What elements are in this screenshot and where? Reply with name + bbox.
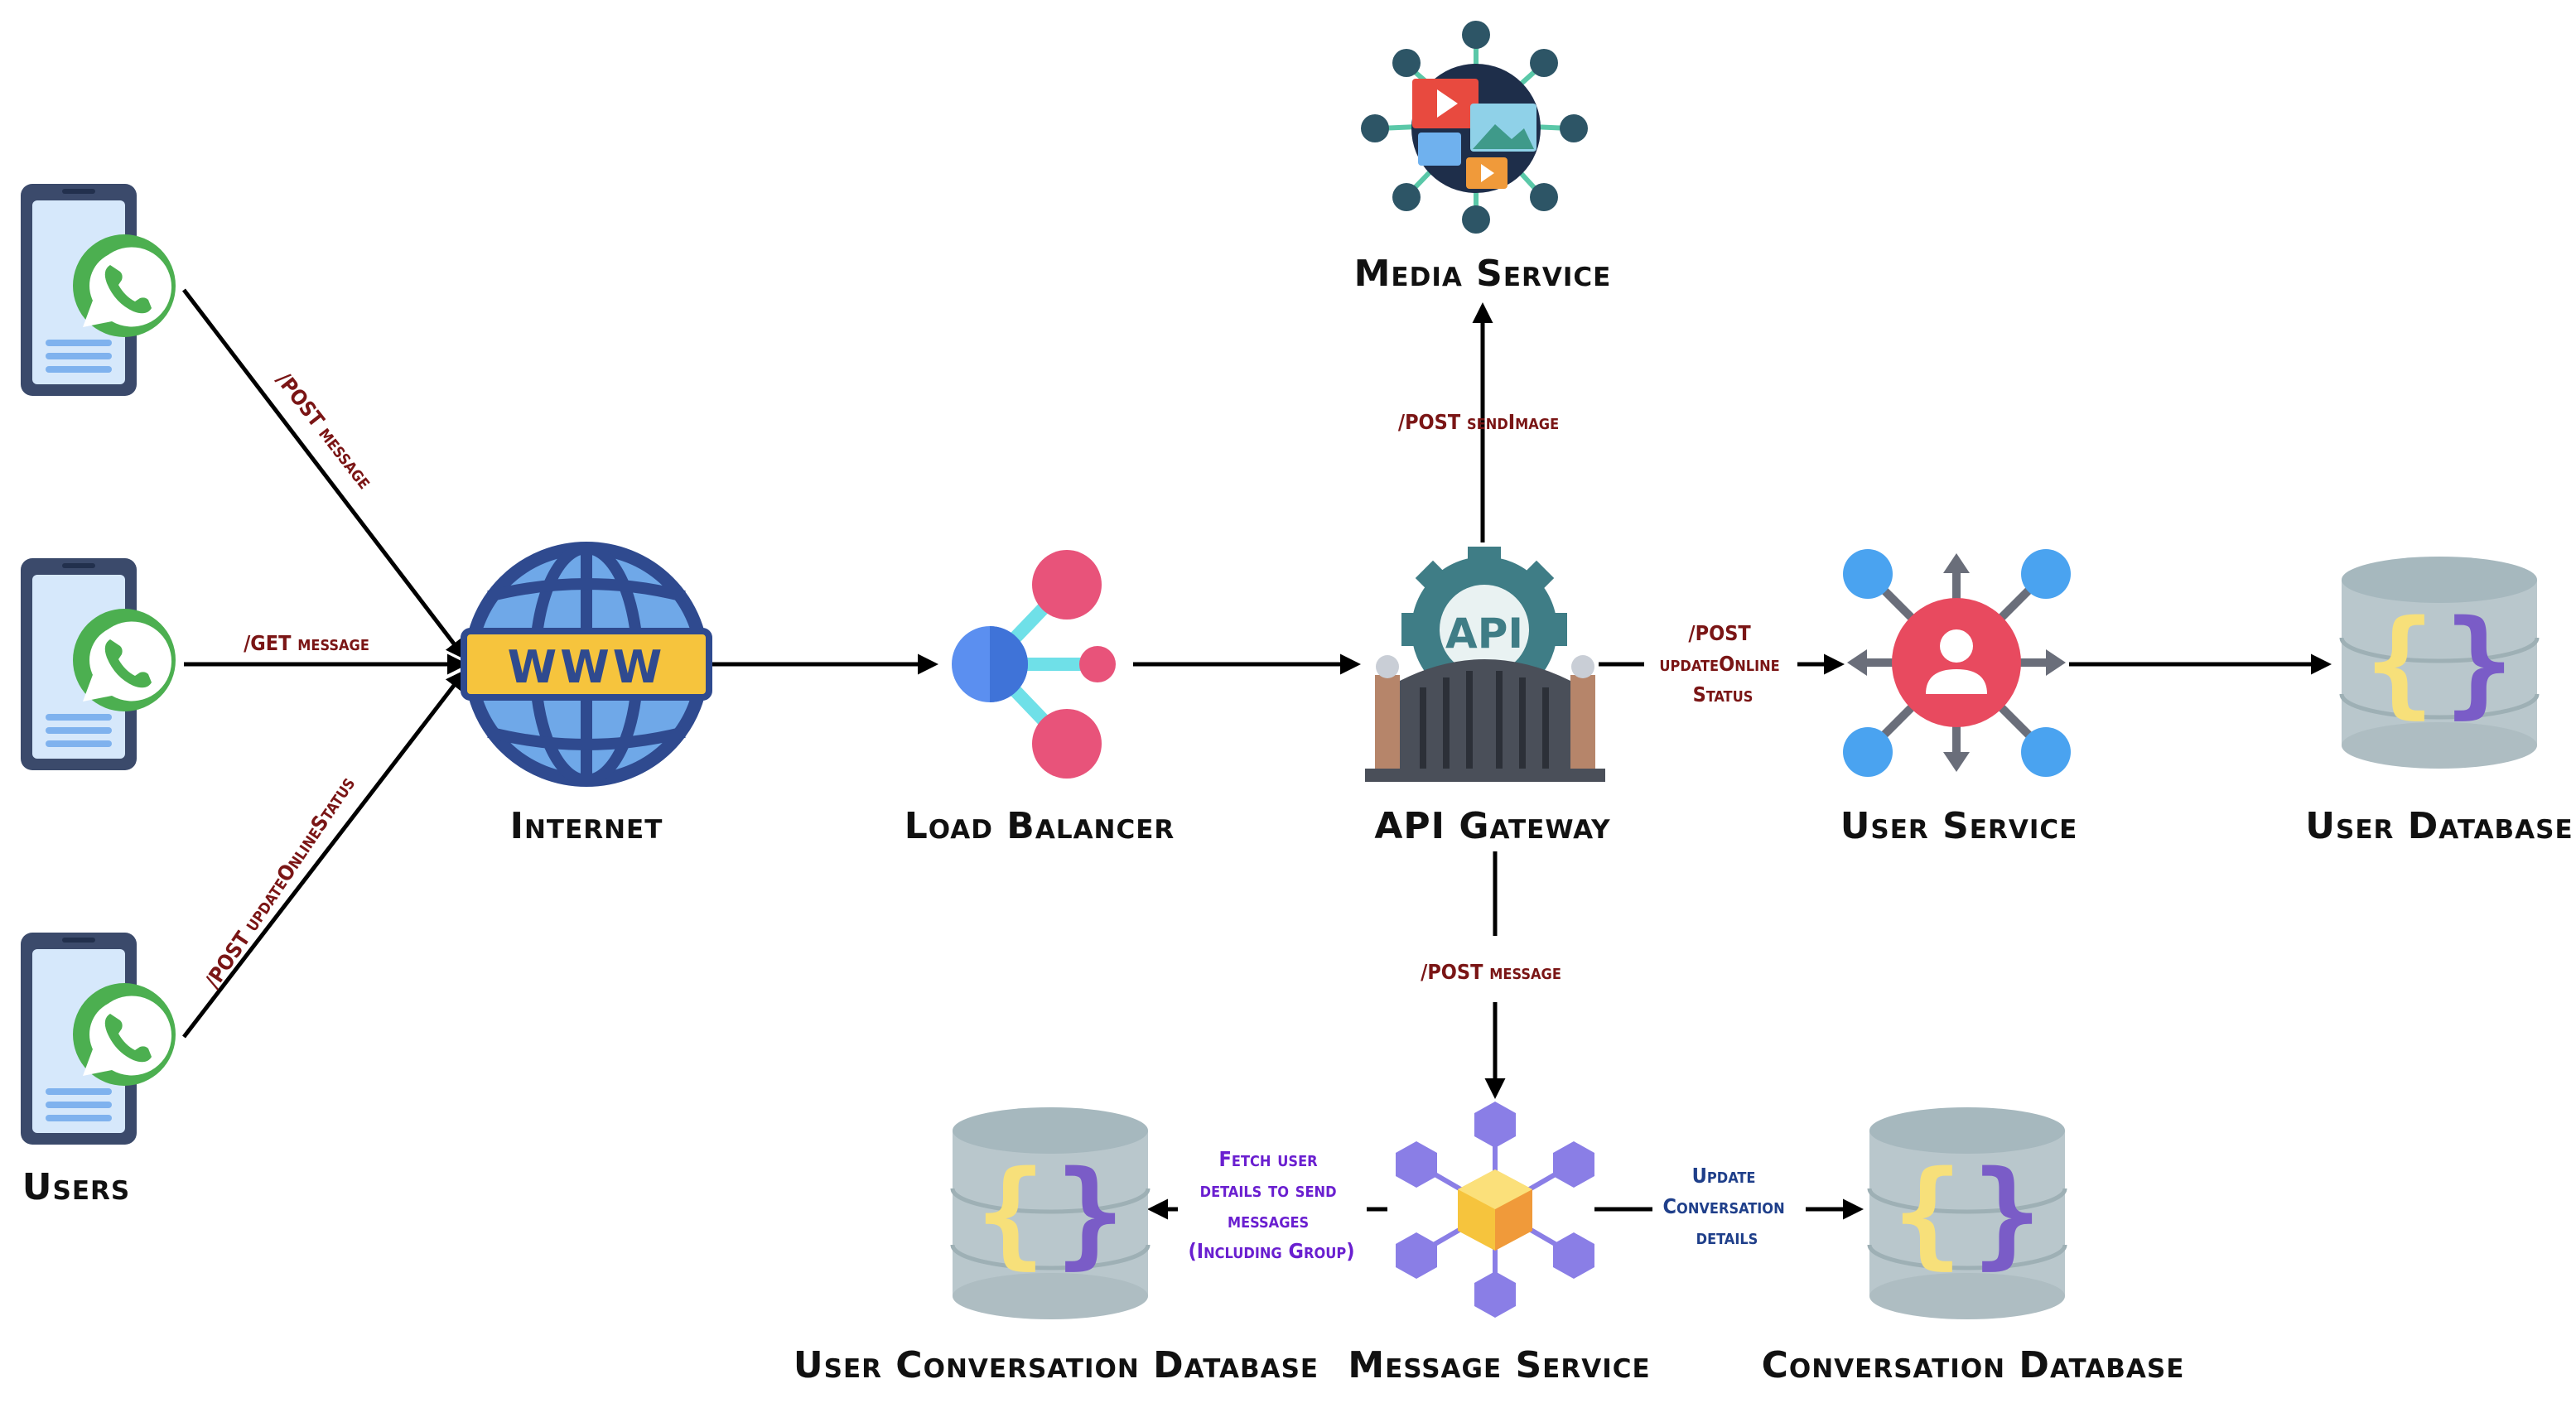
user-database-label: User Database [2305, 805, 2573, 847]
message-service-icon [1396, 1102, 1594, 1318]
load-balancer-icon [952, 550, 1116, 779]
whatsapp-phone-icon [21, 558, 176, 770]
user-conversation-database-node: User Conversation Database [794, 1107, 1319, 1386]
edge-label-get-message: /GET message [244, 631, 369, 655]
user-service-icon [1843, 549, 2071, 777]
users-group: Users [21, 184, 176, 1208]
edge-label-update-conversation: Update Conversation details [1663, 1164, 1792, 1249]
media-service-label: Media Service [1354, 253, 1612, 295]
database-icon [953, 1107, 1148, 1319]
edge-phone3-internet [182, 669, 467, 1039]
load-balancer-label: Load Balancer [904, 805, 1175, 847]
whatsapp-phone-icon [21, 933, 176, 1145]
media-service-icon [1361, 21, 1588, 234]
api-gateway-node: API API Gateway [1365, 547, 1610, 847]
user-database-node: User Database [2305, 557, 2573, 847]
conversation-database-label: Conversation Database [1762, 1344, 2185, 1386]
load-balancer-node: Load Balancer [904, 550, 1175, 847]
api-gateway-label: API Gateway [1374, 805, 1610, 847]
internet-label: Internet [510, 805, 663, 847]
message-service-node: Message Service [1348, 1102, 1650, 1386]
message-service-label: Message Service [1348, 1344, 1650, 1386]
edge-label-gateway-message: /POST message [1421, 960, 1561, 984]
edge-label-post-send-image: /POST sendImage [1398, 410, 1559, 434]
user-service-label: User Service [1840, 805, 2078, 847]
database-icon [2342, 557, 2537, 769]
whatsapp-phone-icon [21, 184, 176, 396]
conversation-database-node: Conversation Database [1762, 1107, 2185, 1386]
user-service-node: User Service [1840, 549, 2078, 847]
database-icon [1869, 1107, 2065, 1319]
edge-phone1-internet [182, 288, 467, 660]
api-badge: API [1445, 610, 1523, 658]
users-label: Users [22, 1166, 130, 1208]
media-service-node: Media Service [1354, 21, 1612, 295]
edge-label-gateway-user-service: /POST updateOnline Status [1659, 621, 1786, 706]
www-badge: WWW [508, 641, 666, 693]
internet-node: WWW Internet [461, 542, 712, 847]
api-gateway-icon: API [1365, 547, 1605, 782]
user-conversation-database-label: User Conversation Database [794, 1344, 1319, 1386]
globe-icon: WWW [461, 542, 712, 787]
edge-label-post-update-online-status: /POST updateOnlineStatus [200, 772, 360, 992]
edge-label-fetch-user-details: Fetch user details to send messages (Inc… [1188, 1147, 1354, 1263]
